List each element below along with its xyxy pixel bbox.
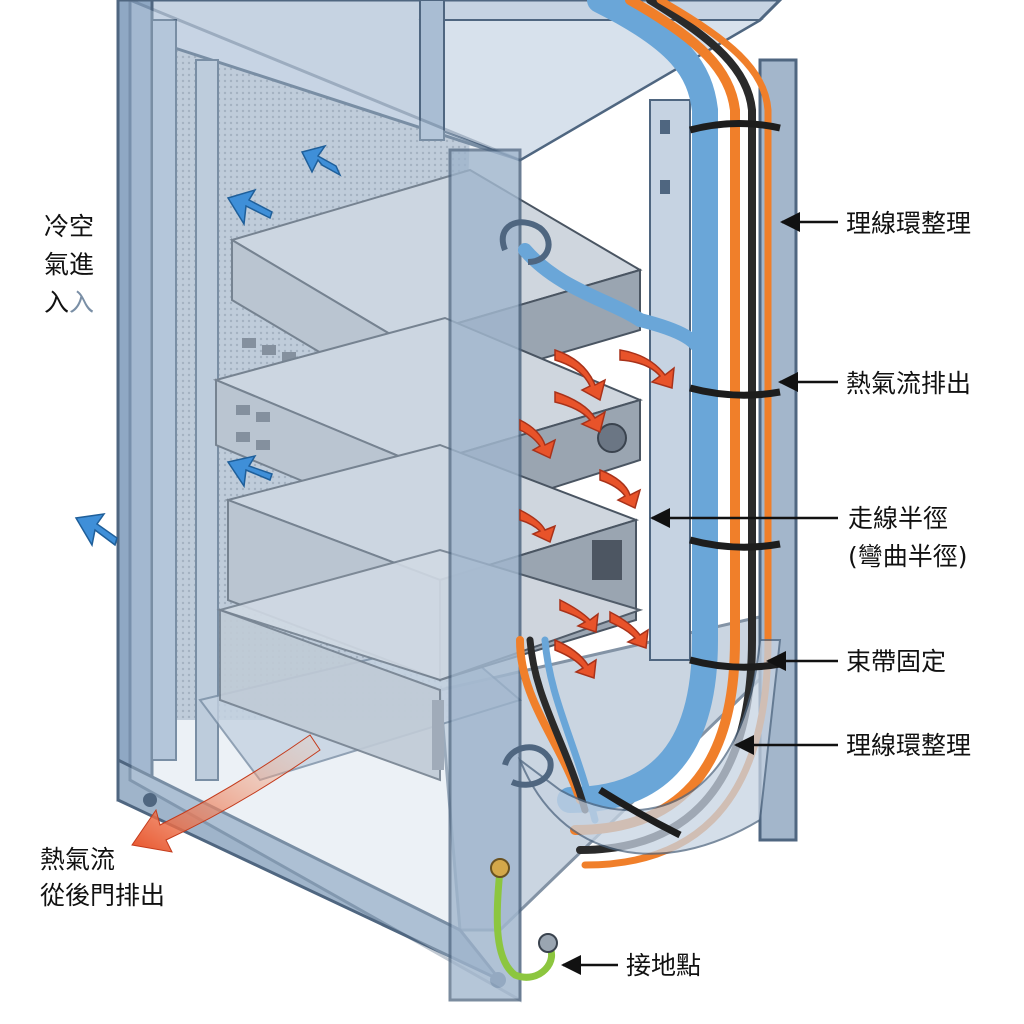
cold-air-in-label: 冷空 氣進 入入 xyxy=(44,208,94,322)
hot-air-rear-line-2: 從後門排出 xyxy=(40,881,166,910)
tie-fixed-label: 束帶固定 xyxy=(846,647,947,676)
server-unit-4 xyxy=(216,548,644,782)
ground-lug-icon xyxy=(490,858,558,981)
front-glass-door xyxy=(128,0,522,1003)
cold-air-arrow-icon xyxy=(74,144,342,548)
rear-exhaust-arrow xyxy=(131,734,321,853)
cold-air-in-line-3: 入入 xyxy=(44,288,95,317)
routing-radius-line-2: (彎曲半徑) xyxy=(848,542,968,571)
hot-air-arrow-icon xyxy=(519,348,675,680)
hot-air-rear-label: 熱氣流 從後門排出 xyxy=(40,842,165,914)
cold-air-in-faint-char: 入 xyxy=(69,288,95,317)
cable-ring-icon xyxy=(499,219,554,788)
routing-radius-line-1: 走線半徑 xyxy=(848,504,949,533)
cable-ring-top-label: 理線環整理 xyxy=(846,209,972,238)
cold-air-in-line-1: 冷空 xyxy=(44,212,95,241)
callout-leader-lines xyxy=(561,212,838,975)
ground-point-label: 接地點 xyxy=(626,951,702,980)
cold-air-in-line-2: 氣進 xyxy=(44,250,95,279)
hot-air-rear-line-1: 熱氣流 xyxy=(40,845,116,874)
routing-radius-label: 走線半徑 (彎曲半徑) xyxy=(848,500,968,576)
heat-exhaust-label: 熱氣流排出 xyxy=(846,369,972,398)
cable-ring-bottom-label: 理線環整理 xyxy=(846,731,972,760)
rack-left-frame xyxy=(116,0,445,802)
